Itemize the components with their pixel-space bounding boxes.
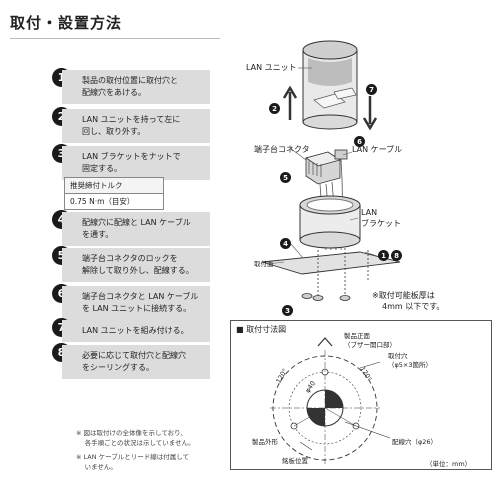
leader-lines bbox=[267, 67, 378, 265]
label-product-front-line-1: 製品正面 bbox=[344, 332, 370, 340]
label-wiring-hole: 配線穴（φ26） bbox=[392, 438, 438, 446]
label-product-outline: 製品外形 bbox=[252, 438, 278, 446]
label-lan-cable: LAN ケーブル bbox=[352, 145, 403, 154]
diagram-badge-6: 6 bbox=[354, 136, 365, 147]
label-terminal-connector: 端子台コネクタ bbox=[254, 145, 310, 154]
label-lan-bracket-line-2: ブラケット bbox=[361, 219, 401, 228]
step-1-line-2: 配線穴をあける。 bbox=[82, 88, 146, 97]
step-6-line-2: を LAN ユニットに接続する。 bbox=[82, 304, 192, 313]
step-3-line-2: 固定する。 bbox=[82, 164, 122, 173]
step-7: LAN ユニットを組み付ける。 bbox=[62, 320, 210, 342]
note-cable-line-1: ※ LAN ケーブルとリード線は付属して bbox=[76, 453, 190, 461]
terminal-connector-illustration bbox=[305, 151, 341, 185]
diagram-badge-7: 7 bbox=[366, 84, 377, 95]
step-3-line-1: LAN ブラケットをナットで bbox=[82, 152, 181, 161]
diagram-badge-4: 4 bbox=[280, 238, 291, 249]
torque-table: 推奨締付トルク 0.75 N·m（目安） bbox=[64, 177, 164, 210]
label-product-front-line-2: （ブザー開口部） bbox=[344, 341, 396, 349]
label-plate-thickness-line-1: ※取付可能板厚は bbox=[372, 291, 435, 300]
step-1: 製品の取付位置に取付穴と 配線穴をあける。 bbox=[62, 70, 210, 104]
label-unit: （単位：mm） bbox=[426, 460, 472, 468]
label-mount-surface: 取付面 bbox=[254, 260, 274, 268]
step-8-line-1: 必要に応じて取付穴と配線穴 bbox=[82, 351, 186, 360]
note-figure-line-1: ※ 図は取付けの全体像を示しており、 bbox=[76, 429, 187, 437]
torque-label: 推奨締付トルク bbox=[65, 178, 163, 194]
step-6: 端子台コネクタと LAN ケーブル を LAN ユニットに接続する。 bbox=[62, 286, 210, 320]
step-2: LAN ユニットを持って左に 回し、取り外す。 bbox=[62, 109, 210, 143]
torque-value: 0.75 N·m（目安） bbox=[70, 197, 135, 206]
label-mounting-hole-line-2: （φ5×3箇所） bbox=[388, 361, 433, 369]
label-plate-thickness-line-2: 4mm 以下です。 bbox=[382, 302, 445, 311]
step-4-line-2: を通す。 bbox=[82, 230, 114, 239]
diagram-badge-5: 5 bbox=[280, 172, 291, 183]
step-5: 端子台コネクタのロックを 解除して取り外し、配線する。 bbox=[62, 248, 210, 282]
assemble-arrow bbox=[362, 96, 378, 131]
step-8-line-2: をシーリングする。 bbox=[82, 363, 154, 372]
label-plate-thickness: ※取付可能板厚は 4mm 以下です。 bbox=[372, 290, 444, 312]
label-lan-bracket: LAN ブラケット bbox=[361, 207, 401, 229]
title-divider bbox=[10, 38, 220, 39]
diagram-badge-2: 2 bbox=[269, 103, 280, 114]
step-2-line-2: 回し、取り外す。 bbox=[82, 127, 146, 136]
step-4-line-1: 配線穴に配線と LAN ケーブル bbox=[82, 218, 191, 227]
label-product-front: 製品正面 （ブザー開口部） bbox=[344, 332, 396, 350]
note-figure-line-2: 各手順ごとの状況は示していません。 bbox=[76, 439, 195, 447]
step-7-line-1: LAN ユニットを組み付ける。 bbox=[82, 326, 189, 335]
label-lan-unit: LAN ユニット bbox=[246, 63, 297, 72]
dimension-drawing-box bbox=[230, 320, 492, 470]
diagram-badge-1: 1 bbox=[378, 250, 389, 261]
step-2-line-1: LAN ユニットを持って左に bbox=[82, 115, 181, 124]
step-8: 必要に応じて取付穴と配線穴 をシーリングする。 bbox=[62, 345, 210, 379]
step-5-line-2: 解除して取り外し、配線する。 bbox=[82, 266, 194, 275]
note-figure: ※ 図は取付けの全体像を示しており、 各手順ごとの状況は示していません。 bbox=[76, 428, 195, 448]
diagram-badge-3: 3 bbox=[282, 305, 293, 316]
label-mounting-hole: 取付穴 （φ5×3箇所） bbox=[388, 352, 432, 370]
lan-plug-illustration bbox=[334, 149, 348, 160]
label-nameplate-position: 銘板位置 bbox=[282, 457, 308, 465]
page-title: 取付・設置方法 bbox=[10, 14, 123, 32]
step-5-line-1: 端子台コネクタのロックを bbox=[82, 254, 178, 263]
note-cable: ※ LAN ケーブルとリード線は付属して いません。 bbox=[76, 452, 189, 472]
note-cable-line-2: いません。 bbox=[76, 463, 117, 471]
remove-arrow bbox=[282, 85, 298, 120]
step-1-line-1: 製品の取付位置に取付穴と bbox=[82, 76, 178, 85]
dimension-title: ■ 取付寸法図 bbox=[236, 325, 287, 334]
lan-unit-illustration bbox=[302, 40, 358, 130]
step-6-line-1: 端子台コネクタと LAN ケーブル bbox=[82, 292, 199, 301]
screws-illustration bbox=[301, 248, 369, 301]
cables-illustration bbox=[319, 158, 343, 251]
step-3: LAN ブラケットをナットで 固定する。 bbox=[62, 146, 210, 180]
diagram-badge-8: 8 bbox=[391, 250, 402, 261]
label-lan-bracket-line-1: LAN bbox=[361, 208, 378, 217]
lan-bracket-illustration bbox=[299, 195, 361, 249]
step-4: 配線穴に配線と LAN ケーブル を通す。 bbox=[62, 212, 210, 246]
label-mounting-hole-line-1: 取付穴 bbox=[388, 352, 408, 360]
